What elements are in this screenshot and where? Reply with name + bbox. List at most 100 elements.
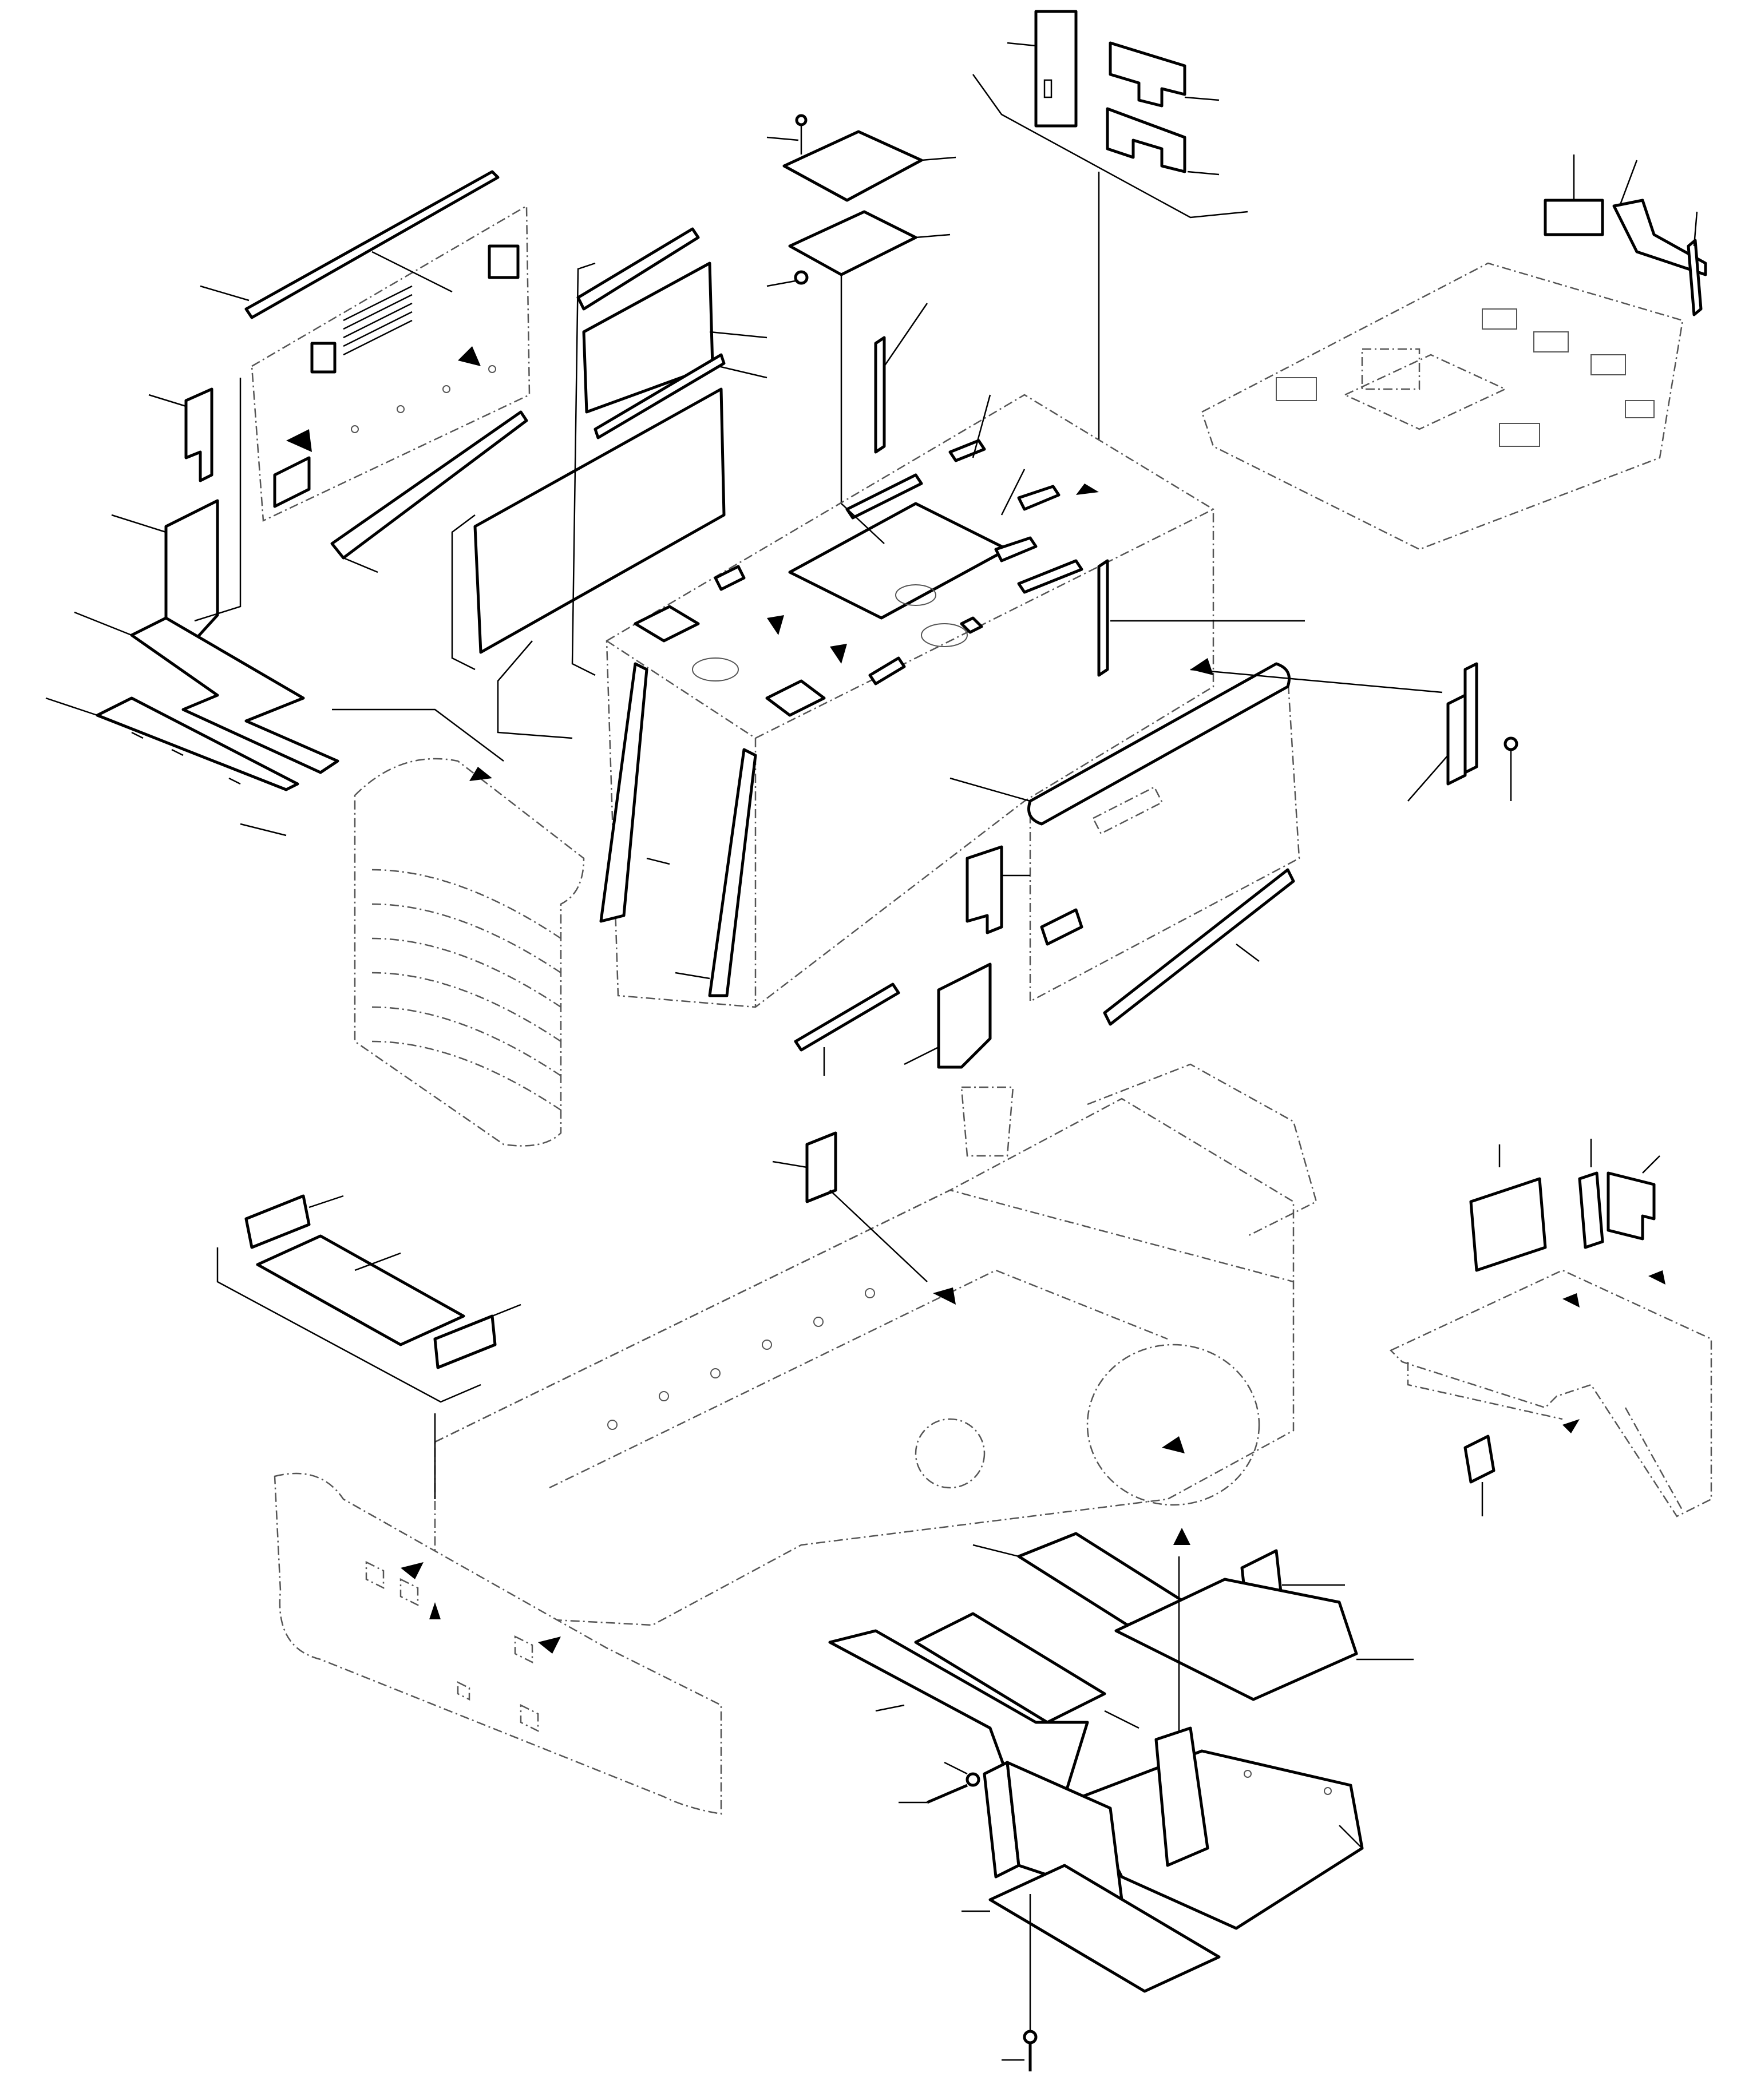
floor-pad-large [1114, 1578, 1358, 1701]
mount-bracket [1446, 662, 1478, 786]
leader-line [1693, 211, 1698, 247]
bolt-head [795, 114, 808, 126]
bolt-head [1023, 2030, 1038, 2044]
cover-plate-lower [788, 210, 917, 276]
arrow-marker [767, 615, 784, 635]
arrow-marker [830, 644, 847, 664]
cab-frame [606, 394, 1305, 1008]
vertical-slot-pad [1097, 559, 1109, 677]
small-pad-d [868, 656, 906, 686]
bar-strip-mid [593, 353, 726, 439]
arrow-marker [1648, 1270, 1665, 1285]
cover-plate-upper [782, 130, 923, 202]
arrow-marker [1190, 658, 1213, 675]
arrow-marker [933, 1287, 956, 1305]
small-pad-b [765, 679, 826, 717]
leader-line [949, 777, 1031, 802]
arrow-marker [469, 767, 492, 781]
block-pad-small-1 [244, 1194, 311, 1249]
step-pad-upper [130, 616, 339, 774]
leader-line [1187, 171, 1220, 176]
battery-box-assembly [983, 1726, 1364, 1930]
small-pad-c [714, 565, 746, 591]
bottom-bolt [1023, 2030, 1038, 2071]
notched-pad [966, 845, 1003, 934]
leader-line [354, 1252, 401, 1271]
leader-line [45, 697, 98, 716]
step-pad-lower [96, 696, 299, 791]
leader-line [240, 823, 287, 837]
door-pad-tall [1034, 10, 1078, 128]
square-pad-center [805, 1131, 837, 1203]
leader-line [921, 156, 956, 161]
arrow-marker [1562, 1419, 1580, 1433]
frame-side-wedge-left [599, 662, 648, 923]
bar-strip-lower [794, 982, 900, 1052]
back-pad [1612, 199, 1707, 276]
leader-line [497, 640, 573, 739]
leader-line [944, 1761, 968, 1775]
washer [966, 1772, 980, 1787]
leader-line [371, 251, 453, 293]
leader-line [1190, 668, 1443, 694]
arrow-marker [429, 1602, 441, 1619]
leader-line [200, 285, 250, 302]
shaped-pad-center [937, 962, 992, 1069]
arrow-marker [1076, 484, 1099, 495]
leader-line [332, 708, 504, 762]
leader-line [972, 394, 991, 458]
washer [794, 270, 809, 285]
seat-block-pad [1469, 1177, 1547, 1272]
leader-line [904, 1046, 939, 1065]
leader-line [1184, 96, 1220, 101]
leader-line [343, 557, 378, 573]
leader-line [875, 1704, 905, 1712]
leader-line [883, 303, 928, 367]
rear-top-bar [1027, 662, 1291, 826]
strip-pad-5 [1017, 559, 1083, 594]
strip-pad-4 [994, 536, 1038, 562]
leader-line [216, 1247, 481, 1403]
latch-block-upper [488, 244, 520, 279]
arrow-marker [538, 1637, 561, 1654]
leader-line [1339, 1825, 1363, 1849]
floor-plate-assembly [1201, 154, 1707, 550]
shaped-pad-upper [1109, 41, 1186, 108]
front-grille [354, 758, 585, 1147]
leader-line [1642, 1155, 1660, 1174]
top-plate-stack [766, 114, 956, 641]
narrow-pad-right [1578, 1171, 1604, 1249]
leader-line [772, 1160, 808, 1168]
bar-strip-upper [576, 227, 700, 311]
small-pad-e [960, 616, 983, 634]
leader-line [675, 972, 710, 980]
step-assembly-right [1389, 1269, 1712, 1517]
arrow-marker [1162, 1436, 1185, 1453]
side-strip-pad [1687, 239, 1703, 316]
notched-block-pad [1607, 1171, 1656, 1241]
direction-arrows [286, 346, 1665, 1654]
box-end-wall-right [1154, 1726, 1209, 1867]
seat-cushion-pad [1544, 199, 1604, 236]
leader-line [194, 378, 242, 622]
leader-line [915, 233, 951, 239]
rect-panel-large [473, 387, 726, 654]
strip-pad-3 [1017, 485, 1061, 511]
arrow-marker [1173, 1528, 1190, 1545]
slab-pad-large [256, 1234, 465, 1346]
leader-line [571, 262, 596, 676]
bolt-with-washer [927, 1772, 980, 1804]
bottom-cover-plate [988, 1864, 1221, 1993]
leader-line [841, 503, 885, 544]
leader-line [74, 611, 132, 636]
small-square-pad-right [1463, 1435, 1495, 1484]
leader-line [1007, 42, 1036, 47]
leader-line [451, 514, 476, 671]
leader-line [308, 1195, 344, 1209]
rear-handle [1040, 908, 1083, 946]
leader-line [492, 1303, 521, 1317]
arrow-marker [401, 1562, 424, 1579]
leader-line [1236, 944, 1260, 962]
